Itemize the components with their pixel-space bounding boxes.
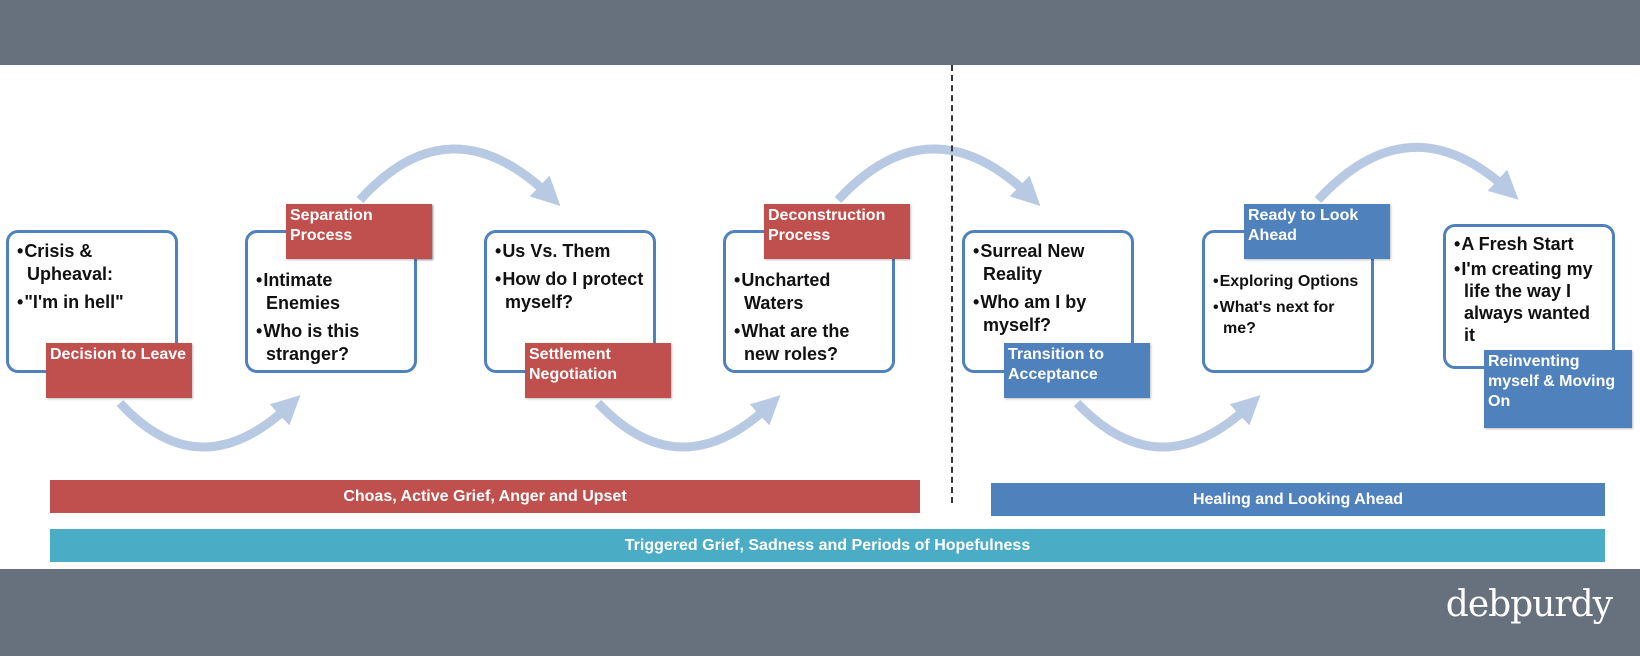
stage-box-3: Us Vs. Them How do I protect myself? <box>484 230 656 373</box>
stage-6-bullet-2: What's next for me? <box>1213 297 1365 339</box>
debpurdy-logo: debpurdy <box>1445 584 1613 625</box>
stage-3-bullet-2: How do I protect myself? <box>495 268 647 314</box>
stage-box-7: A Fresh Start I'm creating my life the w… <box>1443 224 1615 369</box>
stage-5-bullet-1: Surreal New Reality <box>973 240 1125 286</box>
stage-4-bullet-1: Uncharted Waters <box>734 269 886 315</box>
arrow-2-3 <box>356 144 561 206</box>
arrow-5-6 <box>1073 395 1261 452</box>
stage-5-bullet-2: Who am I by myself? <box>973 291 1125 337</box>
arrow-1-2 <box>116 395 301 452</box>
arrow-6-7 <box>1314 143 1519 204</box>
stage-2-bullet-2: Who is this stranger? <box>256 320 408 366</box>
stage-1-bullet-1: Crisis & Upheaval: <box>17 240 169 286</box>
stage-3-bullet-1: Us Vs. Them <box>495 240 647 263</box>
bottom-bar <box>0 569 1640 656</box>
band-left: Choas, Active Grief, Anger and Upset <box>50 480 920 513</box>
stage-label-3: Settlement Negotiation <box>525 343 671 398</box>
stage-label-7: Reinventing myself & Moving On <box>1484 350 1632 428</box>
stage-1-bullet-2: "I'm in hell" <box>17 291 169 314</box>
stage-7-bullet-1: A Fresh Start <box>1454 233 1606 255</box>
arrow-4-5 <box>834 144 1041 206</box>
band-full: Triggered Grief, Sadness and Periods of … <box>50 529 1605 562</box>
stage-label-4: Deconstruction Process <box>764 204 910 259</box>
stage-4-bullet-2: What are the new roles? <box>734 320 886 366</box>
stage-7-bullet-2: I'm creating my life the way I always wa… <box>1454 258 1606 346</box>
phase-divider <box>951 65 953 503</box>
band-right: Healing and Looking Ahead <box>991 483 1605 516</box>
top-bar <box>0 0 1640 65</box>
stage-6-bullet-1: Exploring Options <box>1213 271 1365 292</box>
stage-2-bullet-1: Intimate Enemies <box>256 269 408 315</box>
stage-label-5: Transition to Acceptance <box>1004 343 1150 398</box>
stage-label-1: Decision to Leave <box>46 343 192 398</box>
arrow-3-4 <box>594 395 781 452</box>
stage-label-2-front: Separation Process <box>286 204 432 259</box>
stage-label-6: Ready to Look Ahead <box>1244 204 1390 259</box>
